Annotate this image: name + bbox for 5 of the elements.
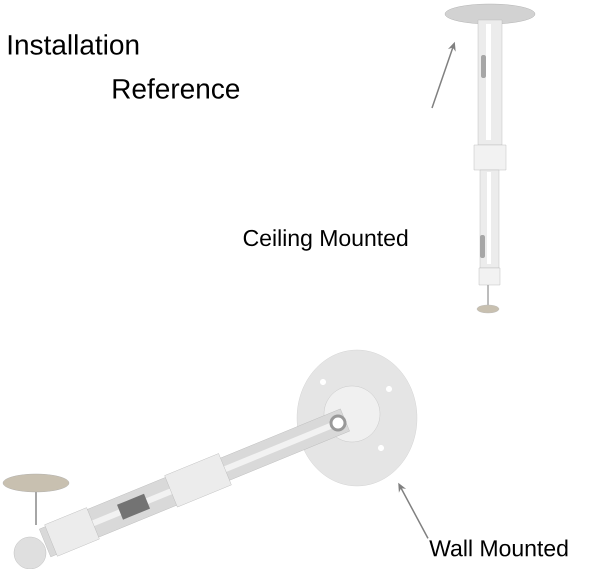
caption-text: Ceiling Mounted	[244, 229, 408, 251]
ceiling-mount-drawing	[444, 4, 536, 314]
title: Installation Reference	[8, 34, 240, 99]
caption-text: Wall Mounted	[429, 540, 568, 556]
wall-mount-drawing	[2, 350, 418, 569]
